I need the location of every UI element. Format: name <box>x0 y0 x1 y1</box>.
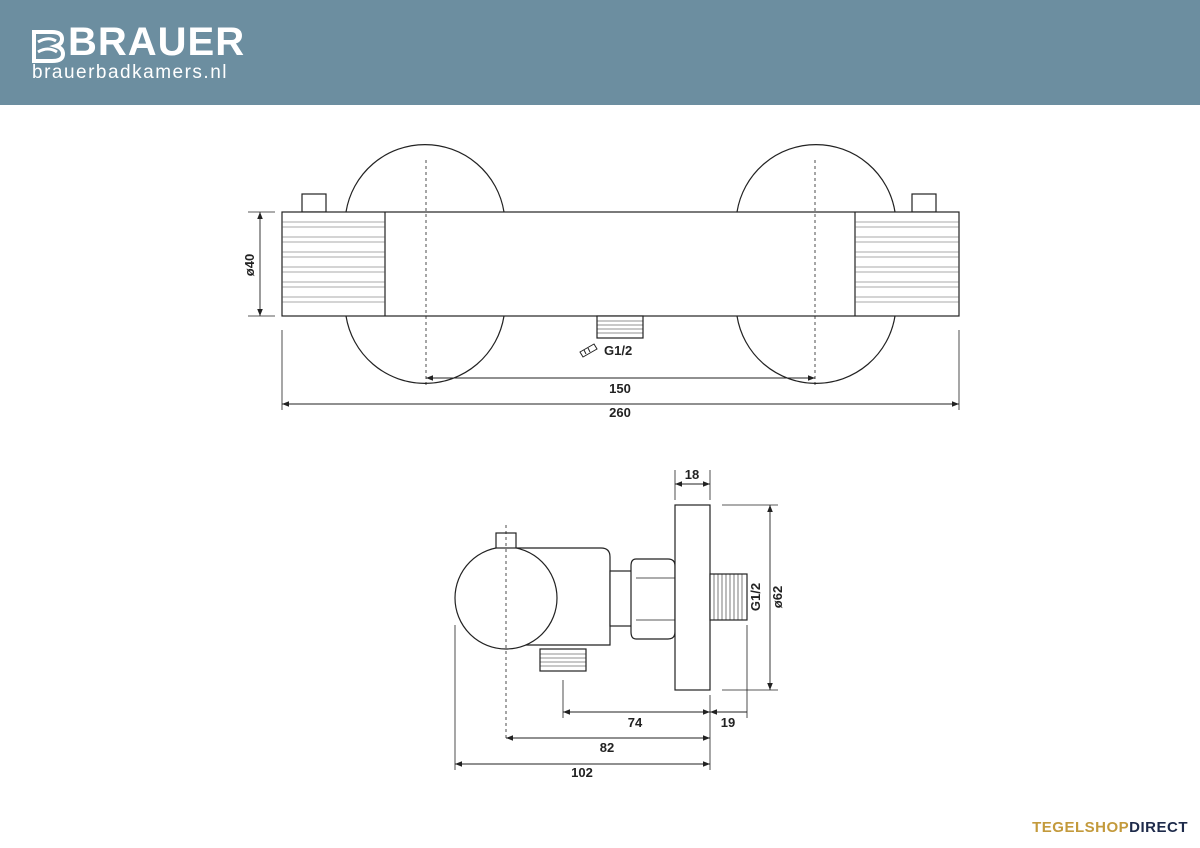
front-diameter-label: ø40 <box>242 254 257 276</box>
side-outlet <box>539 648 587 672</box>
front-view <box>248 144 960 410</box>
side-depth-102-label: 102 <box>571 765 593 780</box>
front-total-width-label: 260 <box>609 405 631 420</box>
outlet-thread-lines <box>597 320 643 334</box>
side-wall-thread-lines <box>713 574 743 620</box>
side-dimension-lines <box>455 481 773 767</box>
brand-name: BRAUER <box>68 20 246 64</box>
right-handle-grip <box>855 221 959 303</box>
right-rosette-top-arc <box>736 144 896 213</box>
brauer-logo-icon <box>32 30 66 63</box>
footer-brand-part2: DIRECT <box>1129 819 1188 836</box>
side-rosette <box>674 504 711 691</box>
header-bar: BRAUER brauerbadkamers.nl <box>0 0 1200 105</box>
side-rosette-thickness-label: 18 <box>685 467 699 482</box>
side-connection-thread-label: G1/2 <box>748 583 763 611</box>
side-depth-19-label: 19 <box>721 715 735 730</box>
side-depth-74-label: 74 <box>628 715 643 730</box>
left-handle-grip <box>282 221 385 303</box>
front-spacing-label: 150 <box>609 381 631 396</box>
thread-icon <box>579 343 598 358</box>
side-outlet-thread-lines <box>540 653 586 667</box>
side-view <box>454 470 778 770</box>
footer-brand-part1: TEGELSHOP <box>1032 819 1130 836</box>
right-rosette-bottom-arc <box>736 315 896 384</box>
outlet-nipple <box>596 315 644 339</box>
front-outlet-thread-label: G1/2 <box>604 343 632 358</box>
side-rosette-diameter-label: ø62 <box>770 586 785 608</box>
mixer-body <box>281 211 960 317</box>
side-hex-nut <box>630 558 676 640</box>
brand-website: brauerbadkamers.nl <box>32 62 228 83</box>
left-rosette-bottom-arc <box>345 315 505 384</box>
left-rosette-top-arc <box>345 144 505 213</box>
side-depth-82-label: 82 <box>600 740 614 755</box>
right-pin <box>911 193 937 213</box>
side-wall-thread <box>709 573 748 621</box>
left-pin <box>301 193 327 213</box>
front-dimension-lines <box>257 212 959 407</box>
tegelshopdirect-logo[interactable]: TEGELSHOPDIRECT <box>1032 819 1188 836</box>
